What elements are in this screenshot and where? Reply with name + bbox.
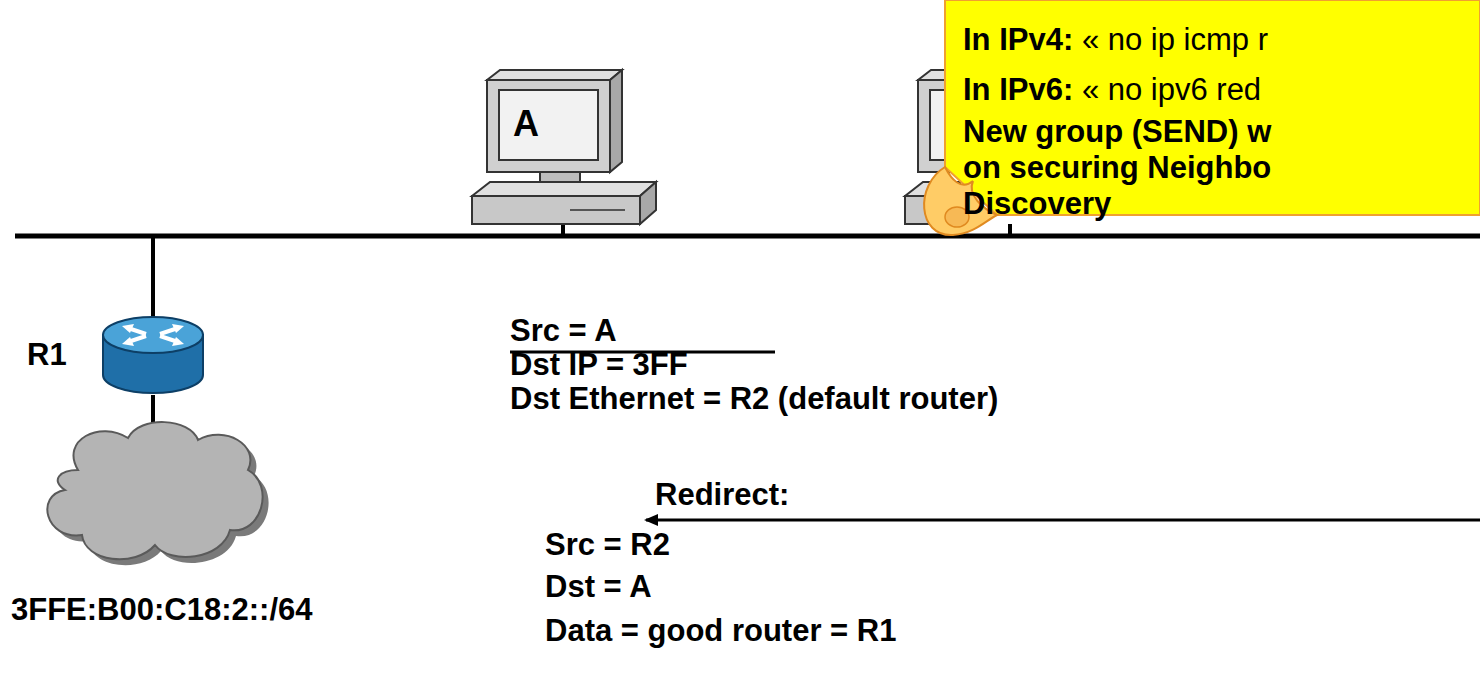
prefix-label: 3FFE:B00:C18:2::/64 — [11, 592, 311, 628]
drop-line — [561, 224, 565, 236]
packet-field: Dst IP = 3FF — [510, 348, 688, 382]
callout-keyword: In IPv4: — [963, 22, 1073, 57]
network-cloud: 3FFE:B00:C18:2::/64 — [5, 420, 311, 645]
callout-text: In IPv6: « no ipv6 red — [963, 72, 1480, 108]
callout-command: « no ip icmp r — [1073, 22, 1268, 57]
callout-command: « no ipv6 red — [1073, 72, 1261, 107]
router-icon — [103, 317, 203, 393]
packet-field: Src = A — [510, 314, 617, 348]
callout-keyword: In IPv6: — [963, 72, 1073, 107]
redirect-arrow — [646, 519, 1480, 522]
computer-screen: A — [499, 90, 604, 160]
note-callout: In IPv4: « no ip icmp rIn IPv6: « no ipv… — [945, 0, 1480, 222]
packet-field: Data = good router = R1 — [545, 614, 896, 648]
drop-line — [1008, 224, 1012, 236]
callout-text: New group (SEND) w on securing Neighbo D… — [963, 114, 1293, 222]
packet-field: Dst Ethernet = R2 (default router) — [510, 382, 998, 416]
computer-icon — [472, 70, 656, 224]
node-label: A — [513, 104, 604, 144]
router: R1 — [15, 300, 216, 405]
packet-field: Src = R2 — [545, 528, 670, 562]
ethernet-bus — [15, 234, 1480, 239]
drop-line — [151, 236, 155, 318]
packet-field: Dst = A — [545, 570, 652, 604]
network-cloud — [47, 422, 268, 565]
message-title: Redirect: — [655, 478, 789, 512]
node-label: R1 — [27, 337, 216, 373]
callout-text: In IPv4: « no ip icmp r — [963, 22, 1480, 58]
